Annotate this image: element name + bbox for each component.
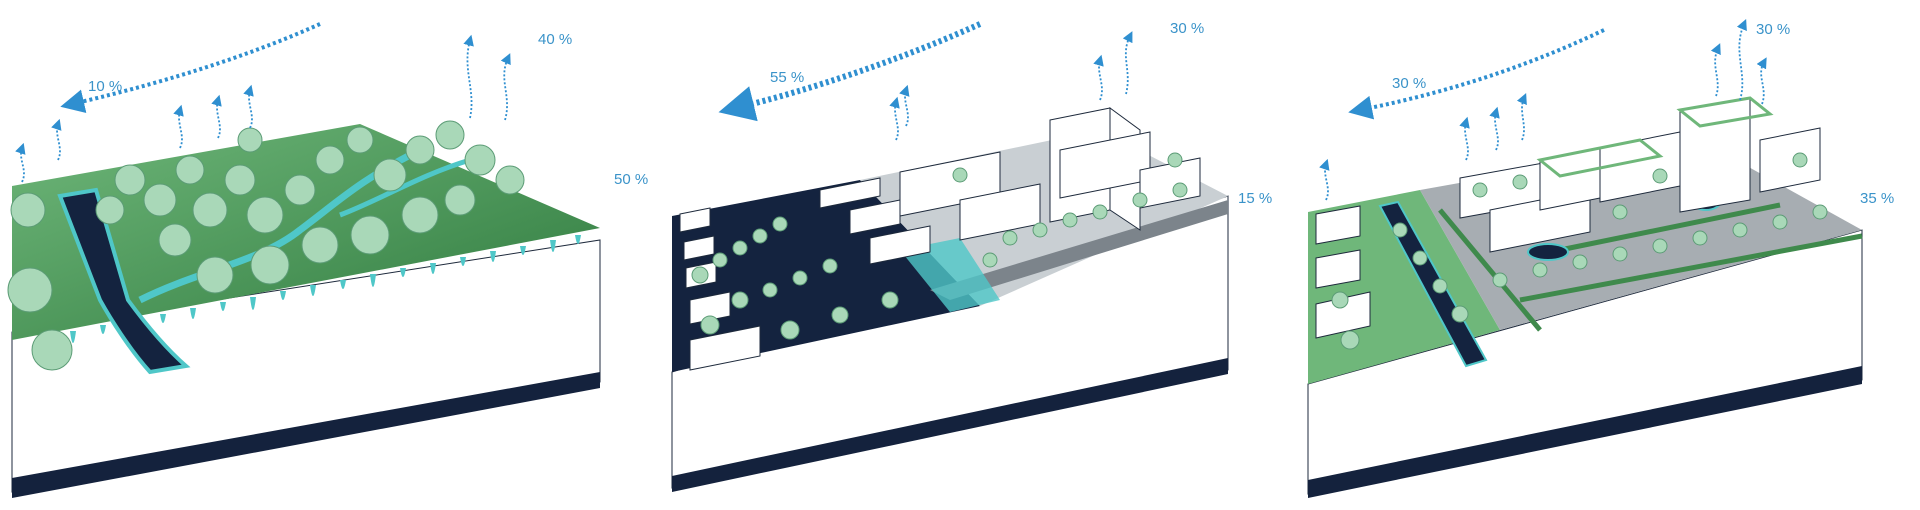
ground-surface: [12, 124, 600, 340]
stream-secondary: [339, 157, 471, 218]
retention-pond: [1527, 243, 1569, 261]
runoff-label: 10 %: [88, 78, 122, 95]
flood-water: [900, 238, 1000, 312]
evaporation-arrows: [15, 34, 511, 183]
panel-natural: 10 % 40 % 50 %: [7, 22, 648, 498]
infiltration-label: 50 %: [614, 171, 648, 188]
evaporation-label: 40 %: [538, 31, 572, 48]
sealed-surface: [672, 180, 980, 372]
green-roofs: [1536, 96, 1774, 178]
runoff-label: 55 %: [770, 69, 804, 86]
panel-sponge: 30 % 30 % 35 %: [1307, 19, 1894, 498]
slab-base-strip: [672, 358, 1228, 492]
slab-base-strip: [1308, 366, 1862, 498]
trees: [1331, 152, 1828, 350]
river: [57, 187, 191, 375]
panel-urban: 55 % 30 % 15 %: [671, 20, 1272, 492]
infiltration-label: 35 %: [1860, 190, 1894, 207]
evaporation-label: 30 %: [1170, 20, 1204, 37]
slab-base-strip: [12, 372, 600, 498]
runoff-arrow: [718, 21, 982, 122]
runoff-arrow: [1348, 28, 1605, 120]
stream: [138, 146, 422, 304]
evaporation-arrows: [889, 31, 1133, 141]
trees: [7, 120, 525, 371]
runoff-label: 30 %: [1392, 75, 1426, 92]
infiltration-label: 15 %: [1238, 190, 1272, 207]
buildings: [1315, 97, 1821, 339]
bioswales: [1438, 202, 1863, 332]
road: [930, 200, 1228, 300]
trees: [691, 152, 1188, 340]
evaporation-arrows: [1319, 19, 1767, 201]
evaporation-label: 30 %: [1756, 21, 1790, 38]
runoff-arrow: [60, 22, 321, 113]
